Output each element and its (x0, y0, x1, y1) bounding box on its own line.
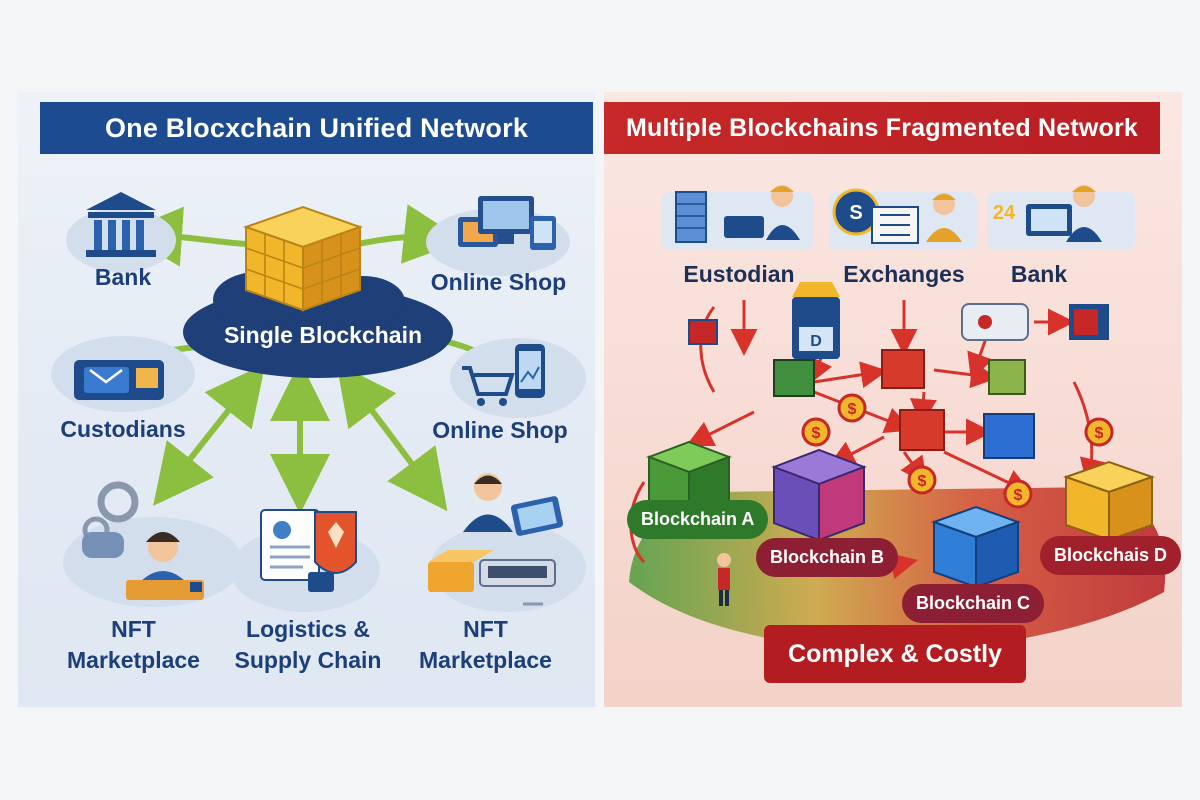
nft-trader-icon (428, 473, 586, 612)
bank-label: Bank (94, 264, 152, 290)
person-icon (717, 553, 731, 606)
logistics-icon (230, 509, 380, 612)
fragmented-network-title: Multiple Blockchains Fragmented Network (604, 102, 1160, 154)
unified-network-title: One Blocxchain Unified Network (40, 102, 593, 154)
small-box-icons (688, 304, 1109, 459)
cloud-icon (183, 272, 453, 378)
coin-symbol: $ (1014, 487, 1023, 504)
bank-label-right: Bank (1010, 261, 1068, 287)
bank-icon (66, 192, 176, 272)
custodian-card-icon (662, 185, 814, 250)
single-blockchain-label: Single Blockchain (223, 322, 423, 348)
custodian-label: Eustodian (683, 261, 795, 287)
dollar-coin-icons (801, 393, 1114, 509)
bank-badge-number: 24 (992, 202, 1016, 224)
unified-network-panel: One Blocxchain Unified Network (18, 92, 595, 707)
coin-symbol: $ (918, 473, 927, 490)
online-shop-2-label: Online Shop (432, 417, 568, 443)
fragmented-network-diagram: D $ $ $ $ $ (629, 185, 1166, 652)
shopping-cart-icon (450, 338, 586, 418)
fragmented-network-panel: Multiple Blockchains Fragmented Network (604, 92, 1182, 707)
complex-costly-label: Complex & Costly (764, 625, 1026, 683)
blockchain-cube-icon (242, 205, 364, 312)
arrow-nft-2 (336, 363, 448, 512)
blockchain-d-label: Blockchais D (1040, 536, 1182, 575)
blockchain-c-cube-icon (931, 505, 1021, 589)
bank-card-icon (987, 185, 1135, 250)
online-shop-icon (426, 196, 570, 276)
custodian-icon (51, 336, 195, 412)
coin-symbol: $ (848, 401, 857, 418)
exchange-badge-letter: S (849, 202, 863, 224)
nft-icon (63, 481, 243, 607)
custodians-label: Custodians (60, 416, 186, 442)
unified-network-diagram (51, 192, 586, 612)
atm-icon (792, 282, 840, 359)
blockchain-c-label: Blockchain C (902, 584, 1045, 623)
blockchain-b-cube-icon (771, 448, 867, 542)
exchanges-label: Exchanges (843, 261, 965, 287)
nft-marketplace-label: NFT Marketplace (67, 616, 200, 673)
coin-symbol: $ (1095, 425, 1104, 442)
coin-symbol: $ (812, 425, 821, 442)
card-reader-icon (961, 303, 1029, 341)
blockchain-d-cube-icon (1062, 460, 1156, 542)
blockchain-a-label: Blockchain A (627, 500, 769, 539)
exchanges-card-icon (829, 188, 977, 250)
online-shop-label: Online Shop (430, 269, 567, 295)
kiosk-letter: D (810, 333, 822, 350)
arrow-nft (153, 363, 266, 506)
blockchain-b-label: Blockchain B (756, 538, 899, 577)
logistics-label: Logistics & Supply Chain (234, 616, 382, 673)
nft-marketplace-2-label: NFT Marketplace (419, 616, 552, 673)
